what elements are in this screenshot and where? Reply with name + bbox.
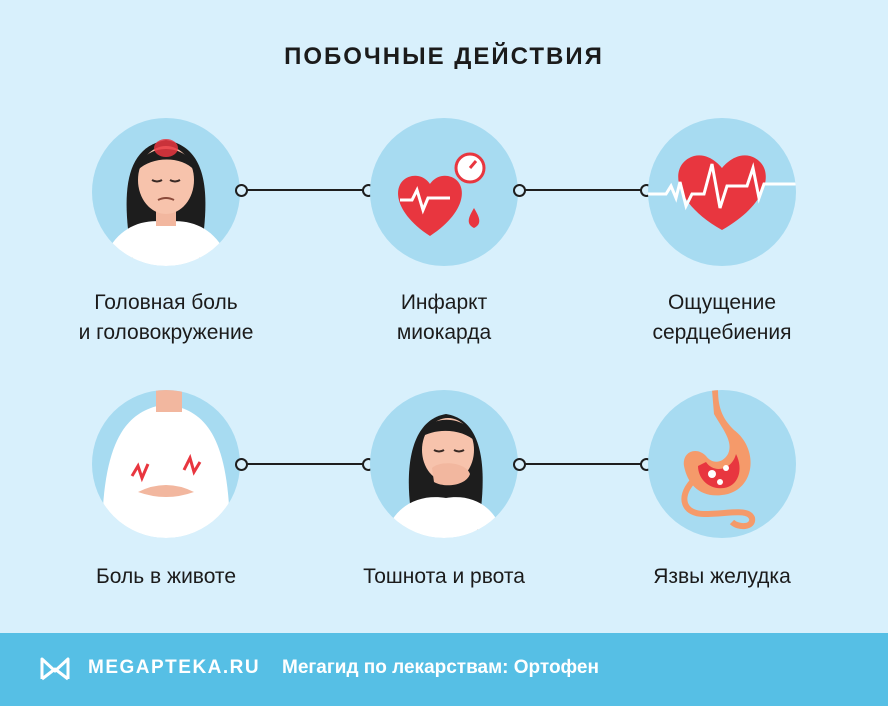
side-effect-label: Тошнота и рвота <box>363 565 525 588</box>
connector-dot <box>513 184 526 197</box>
footer-bar: MEGAPTEKA.RU Мегагид по лекарствам: Орто… <box>0 633 888 706</box>
side-effect-label: Язвы желудка <box>653 565 791 588</box>
connector-dot <box>235 184 248 197</box>
connector-dot <box>513 458 526 471</box>
heart-attack-icon <box>370 118 518 266</box>
page-title: ПОБОЧНЫЕ ДЕЙСТВИЯ <box>284 43 604 70</box>
nausea-woman-icon <box>370 390 518 538</box>
stomach-ulcer-icon <box>648 390 796 538</box>
connector-line <box>243 463 368 465</box>
stomach-pain-icon <box>92 390 240 538</box>
connector-dot <box>235 458 248 471</box>
heartbeat-icon <box>648 118 796 266</box>
megapteka-logo-icon <box>38 651 72 690</box>
brand-name[interactable]: MEGAPTEKA.RU <box>88 657 261 678</box>
connector-line <box>521 463 646 465</box>
headache-woman-icon <box>92 118 240 266</box>
connector-line <box>521 189 646 191</box>
connector-line <box>243 189 368 191</box>
footer-tagline: Мегагид по лекарствам: Ортофен <box>282 657 599 678</box>
side-effect-label: Боль в животе <box>96 565 236 588</box>
